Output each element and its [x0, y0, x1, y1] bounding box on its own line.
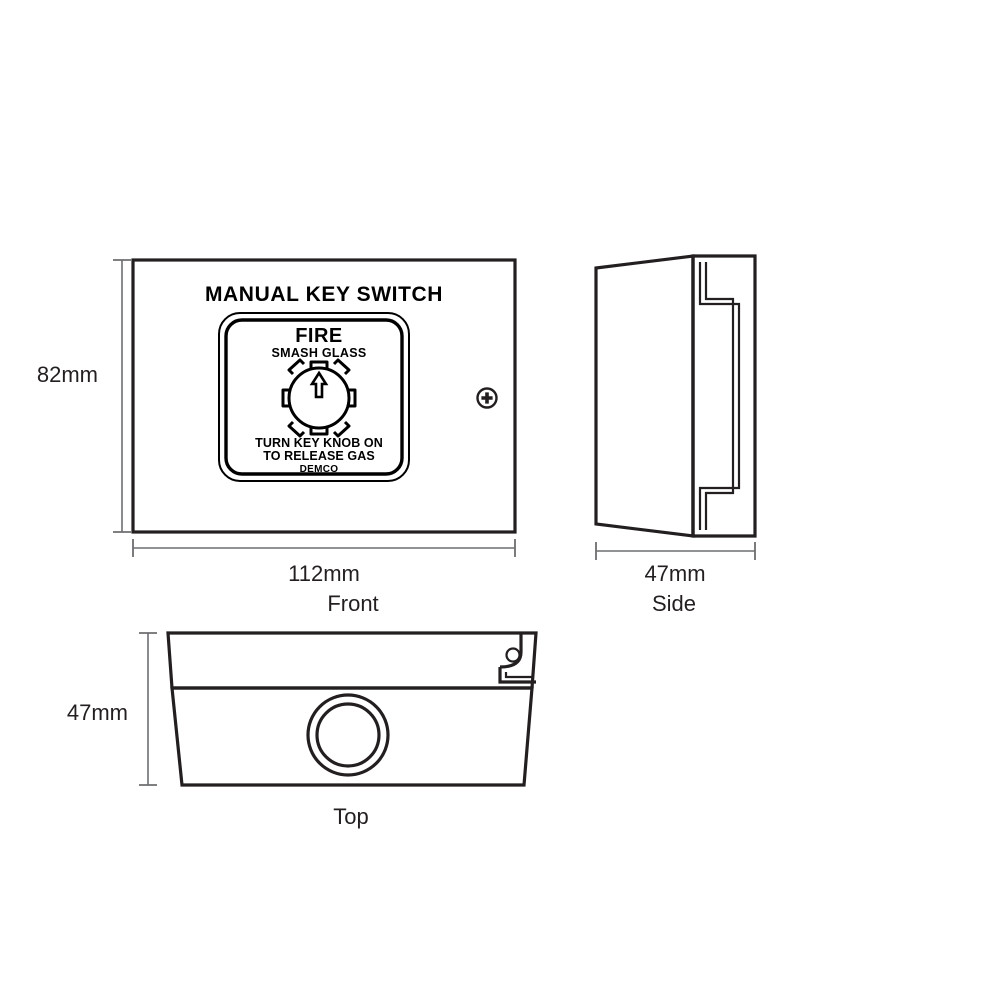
- label-plate-outer-border: [218, 312, 410, 482]
- top-hinge-notch-detail: [498, 633, 536, 684]
- top-view-caption: Top: [333, 804, 368, 829]
- side-view-caption: Side: [652, 591, 696, 616]
- side-backplate-step-profile: [698, 262, 741, 530]
- front-view: MANUAL KEY SWITCH FIRE SMASH GLASS: [37, 258, 517, 616]
- side-body-outline: [594, 254, 695, 538]
- top-depth-dim-label: 47mm: [67, 700, 128, 725]
- cable-gland-outer-circle: [306, 693, 390, 777]
- panel-title: MANUAL KEY SWITCH: [205, 283, 443, 306]
- side-depth-dim-label: 47mm: [644, 561, 705, 586]
- screw-outline: [476, 387, 498, 409]
- front-width-dim-label: 112mm: [288, 561, 360, 586]
- front-enclosure-outline: [131, 258, 517, 534]
- top-view: 47mm Top: [67, 631, 538, 829]
- cable-gland-hole: [306, 693, 390, 777]
- key-knob-body: [287, 366, 351, 430]
- top-notch-step-inner: [504, 672, 534, 679]
- cable-gland-inner-circle: [315, 702, 381, 768]
- front-view-caption: Front: [327, 591, 378, 616]
- front-height-dim-label: 82mm: [37, 362, 98, 387]
- label-plate-instruction-line-1: TURN KEY KNOB ON: [255, 436, 383, 450]
- side-backplate-step-profile-inner: [704, 262, 735, 530]
- up-arrow-icon: [309, 370, 329, 399]
- side-backplate-outline: [691, 254, 757, 538]
- label-plate-instruction-line-2: TO RELEASE GAS: [263, 449, 375, 463]
- top-front-face: [170, 686, 534, 787]
- label-plate-subheading: SMASH GLASS: [272, 346, 367, 360]
- side-view: 47mm Side: [594, 254, 757, 616]
- top-backplate-band: [166, 631, 538, 690]
- key-knob[interactable]: [281, 358, 357, 438]
- top-hinge-curve: [499, 633, 523, 669]
- screw-cross-icon: [481, 392, 493, 404]
- front-width-dimension: 112mm: [132, 539, 516, 586]
- top-notch-step: [498, 667, 536, 684]
- label-plate-brand: DEMCO: [300, 464, 339, 475]
- label-plate-inner-border: [224, 318, 404, 476]
- key-knob-tabs: [281, 358, 357, 438]
- front-height-dimension: 82mm: [37, 259, 131, 533]
- top-depth-dimension: 47mm: [67, 632, 157, 786]
- side-depth-dimension: 47mm: [595, 542, 756, 586]
- label-plate-heading: FIRE: [295, 325, 343, 347]
- cross-head-screw: [476, 387, 498, 409]
